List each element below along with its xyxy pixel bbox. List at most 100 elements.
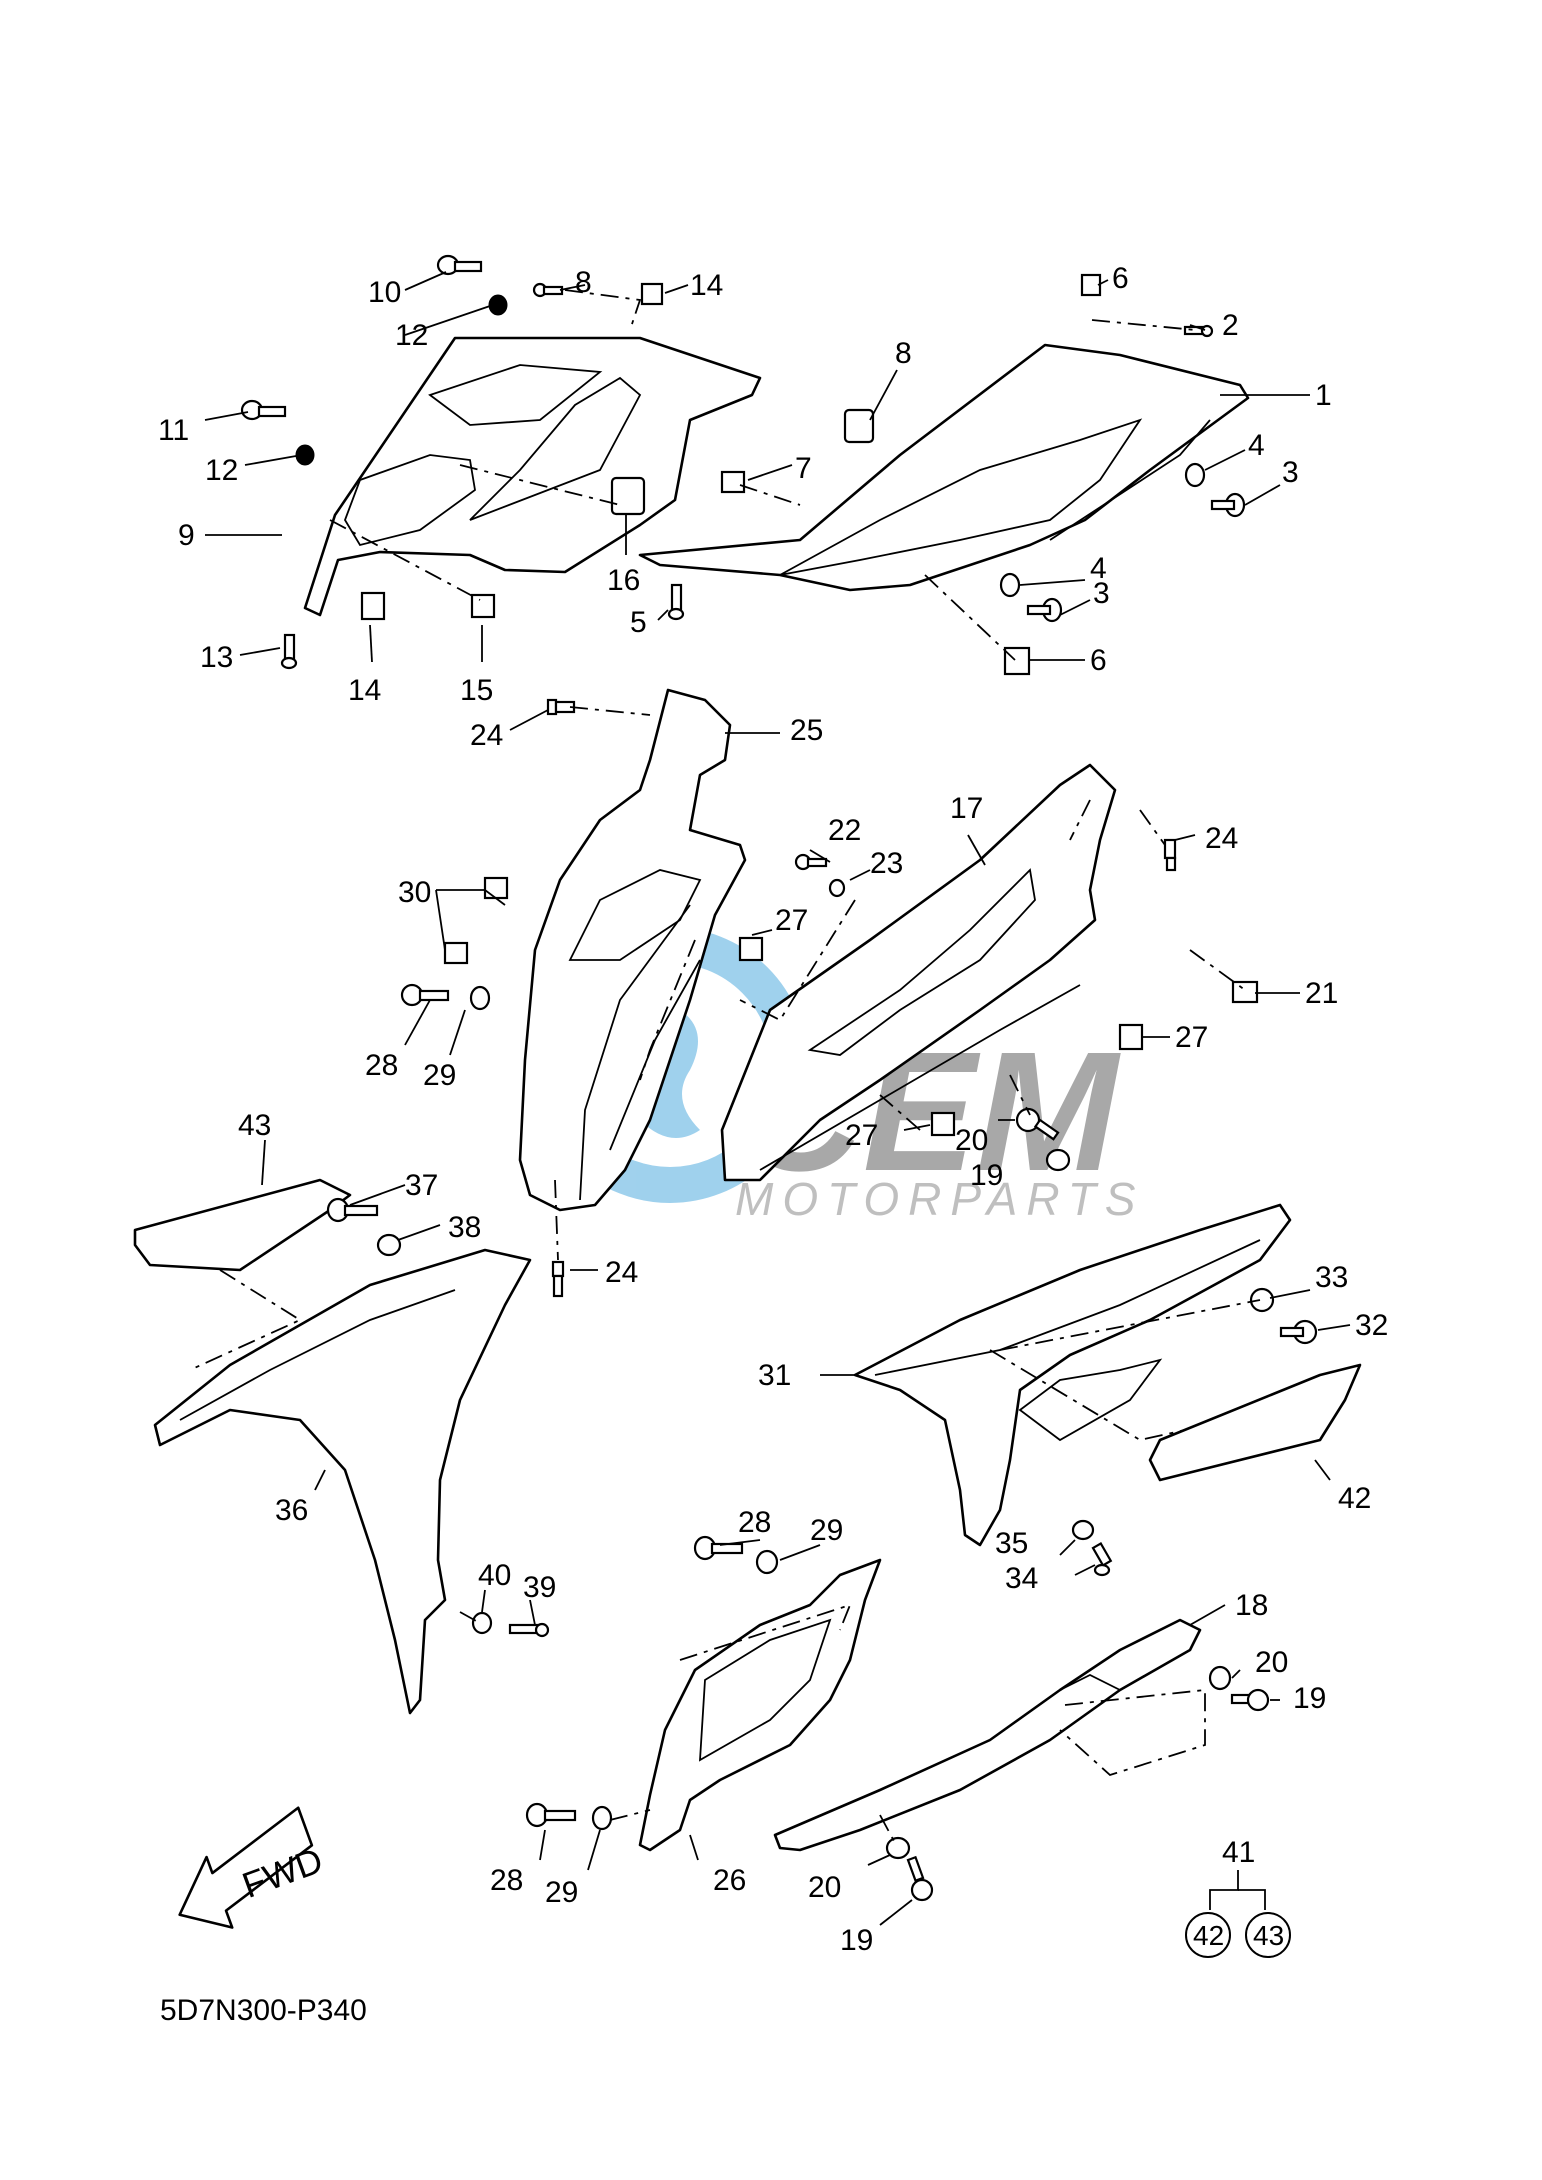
washer-29-middle bbox=[469, 985, 491, 1011]
nut-6-top bbox=[1080, 273, 1102, 297]
callout-28-middle: 28 bbox=[365, 1049, 398, 1082]
callout-4-bottom: 4 bbox=[1090, 552, 1107, 585]
callout-15: 15 bbox=[460, 674, 493, 707]
callout-11-top: 10 bbox=[368, 276, 401, 309]
nut-7 bbox=[720, 470, 746, 494]
nut-6-bottom bbox=[1003, 646, 1031, 676]
callout-30: 30 bbox=[398, 876, 431, 909]
callout-41: 41 bbox=[1222, 1836, 1255, 1869]
washer-29-lower-top bbox=[755, 1549, 779, 1575]
clip-24-bottom bbox=[551, 1260, 565, 1298]
callout-16: 16 bbox=[607, 564, 640, 597]
screw-22 bbox=[794, 853, 828, 871]
nut-27-right bbox=[1118, 1023, 1144, 1051]
callout-2: 2 bbox=[1222, 309, 1239, 342]
callout-13: 13 bbox=[200, 641, 233, 674]
callout-8: 8 bbox=[895, 337, 912, 370]
callout-22: 22 bbox=[828, 814, 861, 847]
nut-27-top bbox=[738, 936, 764, 962]
callout-36: 36 bbox=[275, 1494, 308, 1527]
callout-14-bottom: 14 bbox=[348, 674, 381, 707]
washer-12-top bbox=[488, 294, 508, 316]
part-43-decal bbox=[133, 1178, 352, 1272]
kit-refs: 42 43 bbox=[1185, 1912, 1291, 1958]
washer-20-right bbox=[1208, 1665, 1232, 1691]
callout-26: 26 bbox=[713, 1864, 746, 1897]
screw-37 bbox=[326, 1197, 379, 1223]
callout-7: 7 bbox=[795, 452, 812, 485]
part-26-lower-panel bbox=[638, 1558, 882, 1852]
kit-ref-42-circle bbox=[1185, 1912, 1231, 1958]
part-25-inner-cover bbox=[518, 688, 747, 1212]
callout-38: 38 bbox=[448, 1211, 481, 1244]
washer-12-left bbox=[295, 444, 315, 466]
part-42-decal bbox=[1148, 1363, 1362, 1482]
callout-28-lower-bottom: 28 bbox=[490, 1864, 523, 1897]
clip-24-right bbox=[1163, 838, 1177, 872]
washer-20-bottom bbox=[885, 1836, 911, 1860]
callout-3-bottom: 3 bbox=[1093, 577, 1110, 610]
callout-14-top: 14 bbox=[690, 269, 723, 302]
screw-28-lower-top bbox=[693, 1535, 744, 1561]
washer-33 bbox=[1249, 1287, 1275, 1313]
screw-28-lower-bottom bbox=[525, 1802, 577, 1828]
part-36-side-fairing bbox=[153, 1248, 532, 1715]
nut-14-top bbox=[640, 282, 664, 306]
grommet-8 bbox=[843, 408, 875, 444]
callout-20-bottom: 20 bbox=[808, 1871, 841, 1904]
callout-6-top: 6 bbox=[1112, 262, 1129, 295]
screw-10 bbox=[532, 282, 564, 298]
callout-12-left: 12 bbox=[205, 454, 238, 487]
screw-3-bottom bbox=[1026, 597, 1063, 623]
screw-34 bbox=[1091, 1541, 1113, 1577]
callout-9: 9 bbox=[178, 519, 195, 552]
callout-labels: 10 12 8 14 11 12 9 13 14 15 16 8 7 6 2 1… bbox=[158, 262, 1388, 1957]
nut-15 bbox=[470, 593, 496, 619]
assembly-lines bbox=[189, 289, 1261, 1844]
callout-24-top: 24 bbox=[470, 719, 503, 752]
part-18-lower-trim bbox=[773, 1618, 1202, 1852]
screw-32 bbox=[1279, 1319, 1318, 1345]
callout-29-lower-bottom: 29 bbox=[545, 1876, 578, 1909]
screw-3-top bbox=[1210, 492, 1246, 518]
callout-20-right: 20 bbox=[1255, 1646, 1288, 1679]
callout-10: 8 bbox=[575, 266, 592, 299]
callout-19-middle: 19 bbox=[970, 1159, 1003, 1192]
part-31-rear-cover bbox=[853, 1203, 1292, 1547]
washer-35 bbox=[1071, 1519, 1095, 1541]
callout-25: 25 bbox=[790, 714, 823, 747]
callout-23: 23 bbox=[870, 847, 903, 880]
screw-28-middle bbox=[400, 983, 450, 1007]
callout-5: 5 bbox=[630, 606, 647, 639]
callout-4-top: 4 bbox=[1248, 429, 1265, 462]
leader-lines bbox=[204, 271, 1351, 1926]
screw-19-right bbox=[1230, 1688, 1270, 1712]
callout-27-right: 27 bbox=[1175, 1021, 1208, 1054]
callout-33: 33 bbox=[1315, 1261, 1348, 1294]
callout-6-bottom: 6 bbox=[1090, 644, 1107, 677]
screw-11-top bbox=[436, 254, 483, 276]
callout-29-middle: 29 bbox=[423, 1059, 456, 1092]
callout-31: 31 bbox=[758, 1359, 791, 1392]
washer-4-bottom bbox=[999, 572, 1021, 598]
callout-17: 17 bbox=[950, 792, 983, 825]
screw-19-bottom bbox=[906, 1855, 934, 1902]
callout-19-right: 19 bbox=[1293, 1682, 1326, 1715]
callout-21: 21 bbox=[1305, 977, 1338, 1010]
diagram-code: 5D7N300-P340 bbox=[160, 1994, 367, 2027]
screw-11-left bbox=[240, 399, 287, 421]
nut-27-bottom bbox=[930, 1111, 956, 1137]
nut-21 bbox=[1231, 980, 1259, 1004]
washer-40 bbox=[471, 1611, 493, 1635]
callout-35: 35 bbox=[995, 1527, 1028, 1560]
kit-ref-43: 43 bbox=[1253, 1920, 1284, 1951]
callout-11-left: 11 bbox=[158, 414, 189, 447]
callout-39: 39 bbox=[523, 1571, 556, 1604]
callout-42: 42 bbox=[1338, 1482, 1371, 1515]
callout-37: 37 bbox=[405, 1169, 438, 1202]
callout-20-middle: 20 bbox=[955, 1124, 988, 1157]
nut-14-bottom bbox=[360, 591, 386, 621]
nut-30-bottom bbox=[443, 941, 469, 965]
callout-27-top: 27 bbox=[775, 904, 808, 937]
